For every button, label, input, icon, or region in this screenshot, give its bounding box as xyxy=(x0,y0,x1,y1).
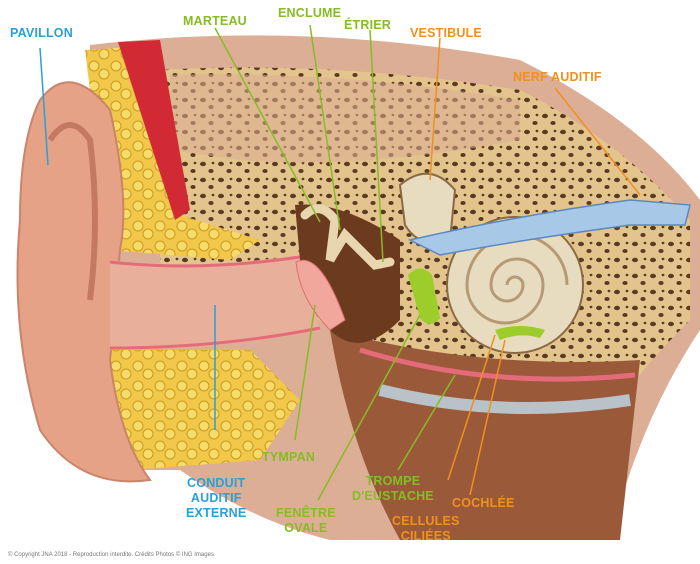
label-cochlee: COCHLÉE xyxy=(452,496,515,510)
copyright-notice: © Copyright JNA 2018 - Reproduction inte… xyxy=(8,552,214,558)
lower-tissue xyxy=(330,330,640,540)
label-line: TROMPE xyxy=(365,474,421,488)
external-auditory-canal xyxy=(110,255,320,350)
label-pavillon: PAVILLON xyxy=(10,26,73,40)
label-trompe-d-eustache: TROMPE D'EUSTACHE xyxy=(352,474,434,504)
label-line: CONDUIT xyxy=(187,476,246,490)
label-enclume: ENCLUME xyxy=(278,6,342,20)
label-marteau: MARTEAU xyxy=(183,14,247,28)
fat-tissue-lower xyxy=(100,350,300,470)
muscle xyxy=(118,40,190,220)
label-line: D'EUSTACHE xyxy=(352,489,434,503)
label-vestibule: VESTIBULE xyxy=(410,26,482,40)
oval-window-green xyxy=(408,268,440,324)
tympan-membrane xyxy=(295,259,346,331)
pinna xyxy=(16,81,152,483)
leader-lines xyxy=(39,24,641,501)
label-fenetre-ovale: FENÊTRE OVALE xyxy=(276,506,336,536)
label-cellules-ciliees: CELLULES CILIÉES xyxy=(392,514,460,544)
auditory-nerve xyxy=(407,199,691,256)
label-etrier: ÉTRIER xyxy=(344,18,392,32)
label-line: FENÊTRE xyxy=(276,506,336,520)
label-line: CILIÉES xyxy=(400,529,451,543)
label-line: OVALE xyxy=(284,521,328,535)
vestibule-shape xyxy=(398,172,457,244)
label-tympan: TYMPAN xyxy=(262,450,316,464)
ossicles xyxy=(300,204,395,270)
label-line: CELLULES xyxy=(392,514,460,528)
label-nerf-auditif: NERF AUDITIF xyxy=(513,70,602,84)
hair-cells-green xyxy=(495,326,545,340)
label-line: AUDITIF xyxy=(190,491,242,505)
label-line: EXTERNE xyxy=(186,506,247,520)
label-conduit-auditif-externe: CONDUIT AUDITIF EXTERNE xyxy=(186,476,246,521)
